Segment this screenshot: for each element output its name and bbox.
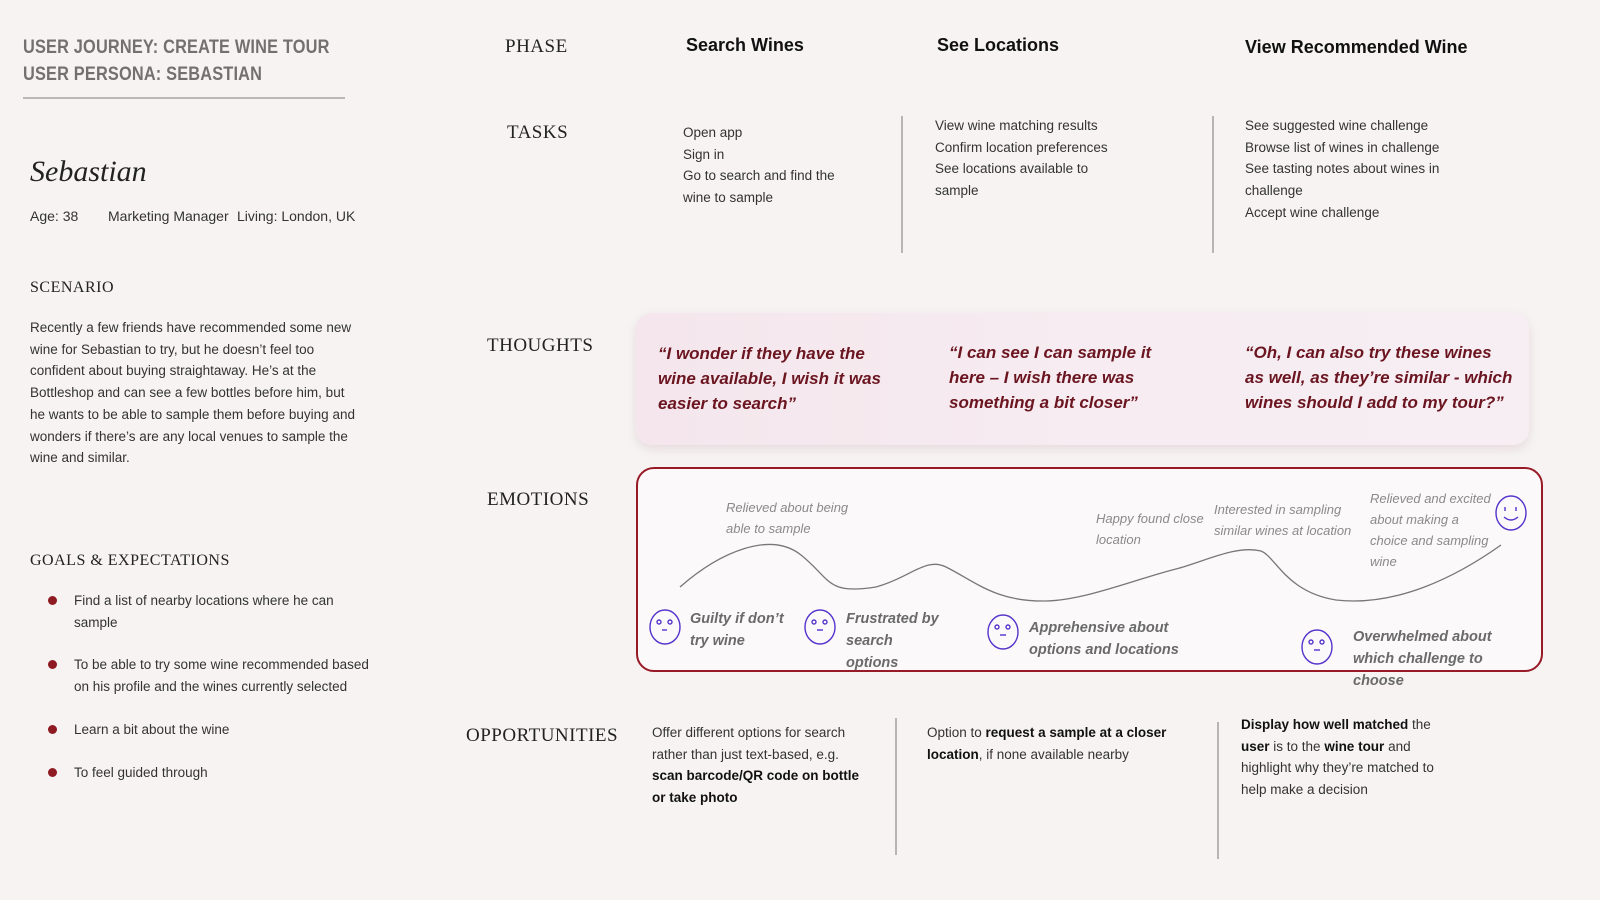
goals-list: Find a list of nearby locations where he… [48,590,374,804]
phase-see-locations: See Locations [937,35,1060,55]
tasks-divider [901,116,903,253]
task-item: Accept wine challenge [1245,204,1380,220]
label-thoughts: THOUGHTS [487,335,594,356]
emotion-interested-sampling: Interested in sampling similar wines at … [1214,502,1352,538]
emotion-curve-line [679,543,1502,602]
task-item: Browse list of wines in challenge [1245,139,1440,155]
opportunity-highlight: user [1241,738,1270,754]
bullet-icon [48,767,57,777]
emotion-happy-location: Happy found close location [1096,511,1204,547]
journey-title: USER JOURNEY: CREATE WINE TOUR [23,37,330,58]
emotion-relieved-sample: Relieved about being able to sample [726,500,849,536]
opportunity-highlight: Display how well matched [1241,717,1409,732]
tasks-divider [1212,116,1214,253]
persona-age: Age: 38 [30,208,79,224]
frustrated-face-icon [804,609,836,645]
emotions-panel [636,467,1543,672]
emotion-frustrated: Frustrated by search options [846,611,939,671]
opportunity-search-wines: Offer different options for search rathe… [652,725,860,806]
scenario-text: Recently a few friends have recommended … [30,320,355,466]
tasks-view-recommended: See suggested wine challenge Browse list… [1245,115,1440,224]
goal-item: To feel guided through [48,762,374,784]
phase-search-wines: Search Wines [686,35,804,55]
thoughts-panel [636,313,1529,445]
opportunity-view-recommended: Display how well matched the user is to … [1241,717,1434,798]
task-item: Sign in [683,146,725,162]
opportunities-divider [1217,722,1219,859]
goals-title: GOALS & EXPECTATIONS [30,552,230,569]
task-item: View wine matching results [935,118,1098,133]
tasks-see-locations: View wine matching results Confirm locat… [935,115,1110,202]
journey-header: USER JOURNEY: CREATE WINE TOUR USER PERS… [23,34,330,88]
label-tasks: TASKS [507,122,569,143]
task-item: Confirm location preferences [935,139,1108,155]
opportunity-see-locations: Option to request a sample at a closer l… [927,725,1167,762]
persona-job: Marketing Manager [108,208,229,224]
header-divider [23,97,345,99]
label-opportunities: OPPORTUNITIES [466,725,619,746]
thought-view-recommended: “Oh, I can also try these wines as well,… [1245,343,1513,412]
opportunity-highlight: request a sample at a closer location [927,725,1167,762]
goal-item: Find a list of nearby locations where he… [48,590,374,633]
overwhelmed-face-icon [1301,629,1333,665]
bullet-icon [48,660,57,670]
opportunities-divider [895,718,897,855]
task-item: See tasting notes about wines in challen… [1245,161,1440,199]
task-item: Go to search and find the wine to sample [683,168,835,206]
guilty-face-icon [649,609,681,645]
goal-item: Learn a bit about the wine [48,719,374,741]
task-item: Open app [683,125,743,140]
opportunity-highlight: wine tour [1324,738,1385,754]
emotion-overwhelmed: Overwhelmed about which challenge to cho… [1353,629,1492,689]
bullet-icon [48,596,57,605]
task-item: See locations available to sample [935,161,1089,199]
persona-title: USER PERSONA: SEBASTIAN [23,64,263,85]
opportunity-highlight: scan barcode/QR code on bottle or take p… [652,768,860,806]
scenario-title: SCENARIO [30,279,115,296]
emotion-curve-canvas [649,495,1527,665]
happy-face-icon [1495,495,1527,531]
emotion-relieved-excited: Relieved and excited about making a choi… [1370,491,1491,569]
goal-item: To be able to try some wine recommended … [48,654,374,697]
thought-search-wines: “I wonder if they have the wine availabl… [658,344,881,413]
tasks-search-wines: Open app Sign in Go to search and find t… [683,122,863,209]
bullet-icon [48,724,57,734]
task-item: See suggested wine challenge [1245,118,1429,133]
phase-view-recommended: View Recommended Wine [1245,37,1468,57]
apprehensive-face-icon [987,614,1019,650]
label-emotions: EMOTIONS [487,489,590,510]
persona-living: Living: London, UK [237,208,356,224]
emotion-guilty: Guilty if don’t try wine [690,611,784,649]
emotion-apprehensive: Apprehensive about options and locations [1029,620,1179,658]
persona-name: Sebastian [30,155,147,188]
thought-see-locations: “I can see I can sample it here – I wish… [949,343,1152,412]
label-phase: PHASE [505,36,568,57]
